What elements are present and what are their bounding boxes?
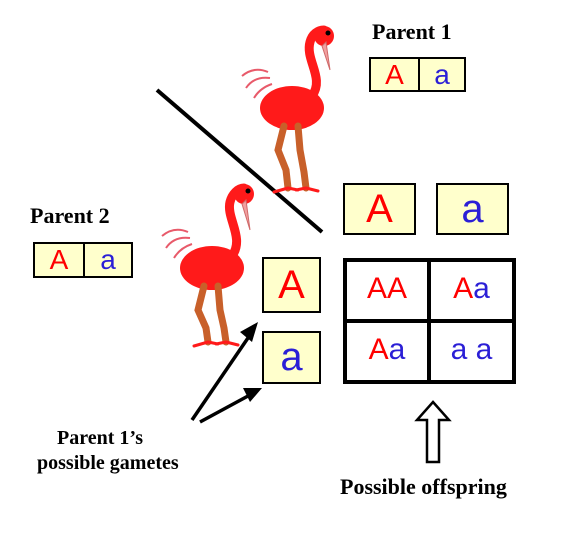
- offspring-label: Possible offspring: [340, 474, 507, 499]
- offspring-cell-Aa-top: Aa: [431, 262, 512, 319]
- divider-line: [155, 88, 324, 234]
- parent2-genotype-box: A a: [33, 242, 133, 278]
- offspring-cell-aa-recessive: a a: [450, 333, 493, 366]
- parent1-label: Parent 1: [372, 19, 452, 44]
- punnett-grid: AA Aa Aa a a: [343, 258, 516, 384]
- parent2-allele-2: a: [100, 244, 116, 275]
- offspring-cell-Aa-bottom: Aa: [347, 323, 427, 380]
- hollow-up-arrow-icon: [414, 400, 452, 464]
- offspring-cell-Aa-top-dominant: A: [453, 272, 474, 305]
- parent1-allele-2: a: [434, 59, 450, 90]
- offspring-cell-AA: AA: [347, 262, 427, 319]
- top-gamete-box-1: A: [343, 183, 416, 235]
- side-gamete-1: A: [278, 263, 305, 307]
- top-gamete-box-2: a: [436, 183, 509, 235]
- arrow-icon: [199, 388, 262, 424]
- arrow-icon: [190, 322, 258, 421]
- offspring-cell-Aa-bottom-dominant: A: [368, 333, 389, 366]
- top-gamete-2: a: [461, 187, 484, 231]
- gametes-label-line1: Parent 1’s: [57, 427, 144, 449]
- offspring-cell-aa: a a: [431, 323, 512, 380]
- side-gamete-2: a: [280, 335, 303, 379]
- offspring-cell-AA-dominant: AA: [366, 272, 408, 305]
- parent1-allele-1: A: [385, 59, 404, 90]
- parent2-label: Parent 2: [30, 203, 110, 228]
- top-gamete-1: A: [366, 187, 393, 231]
- side-gamete-box-1: A: [262, 257, 321, 313]
- side-gamete-box-2: a: [262, 331, 321, 384]
- parent1-genotype-box: A a: [369, 57, 466, 92]
- flamingo-icon: [241, 25, 334, 194]
- flamingo-icon: [161, 183, 254, 348]
- gametes-label-line2: possible gametes: [37, 452, 179, 474]
- parent2-allele-1: A: [49, 244, 69, 275]
- offspring-cell-Aa-bottom-recessive: a: [388, 333, 406, 366]
- offspring-cell-Aa-top-recessive: a: [473, 272, 490, 305]
